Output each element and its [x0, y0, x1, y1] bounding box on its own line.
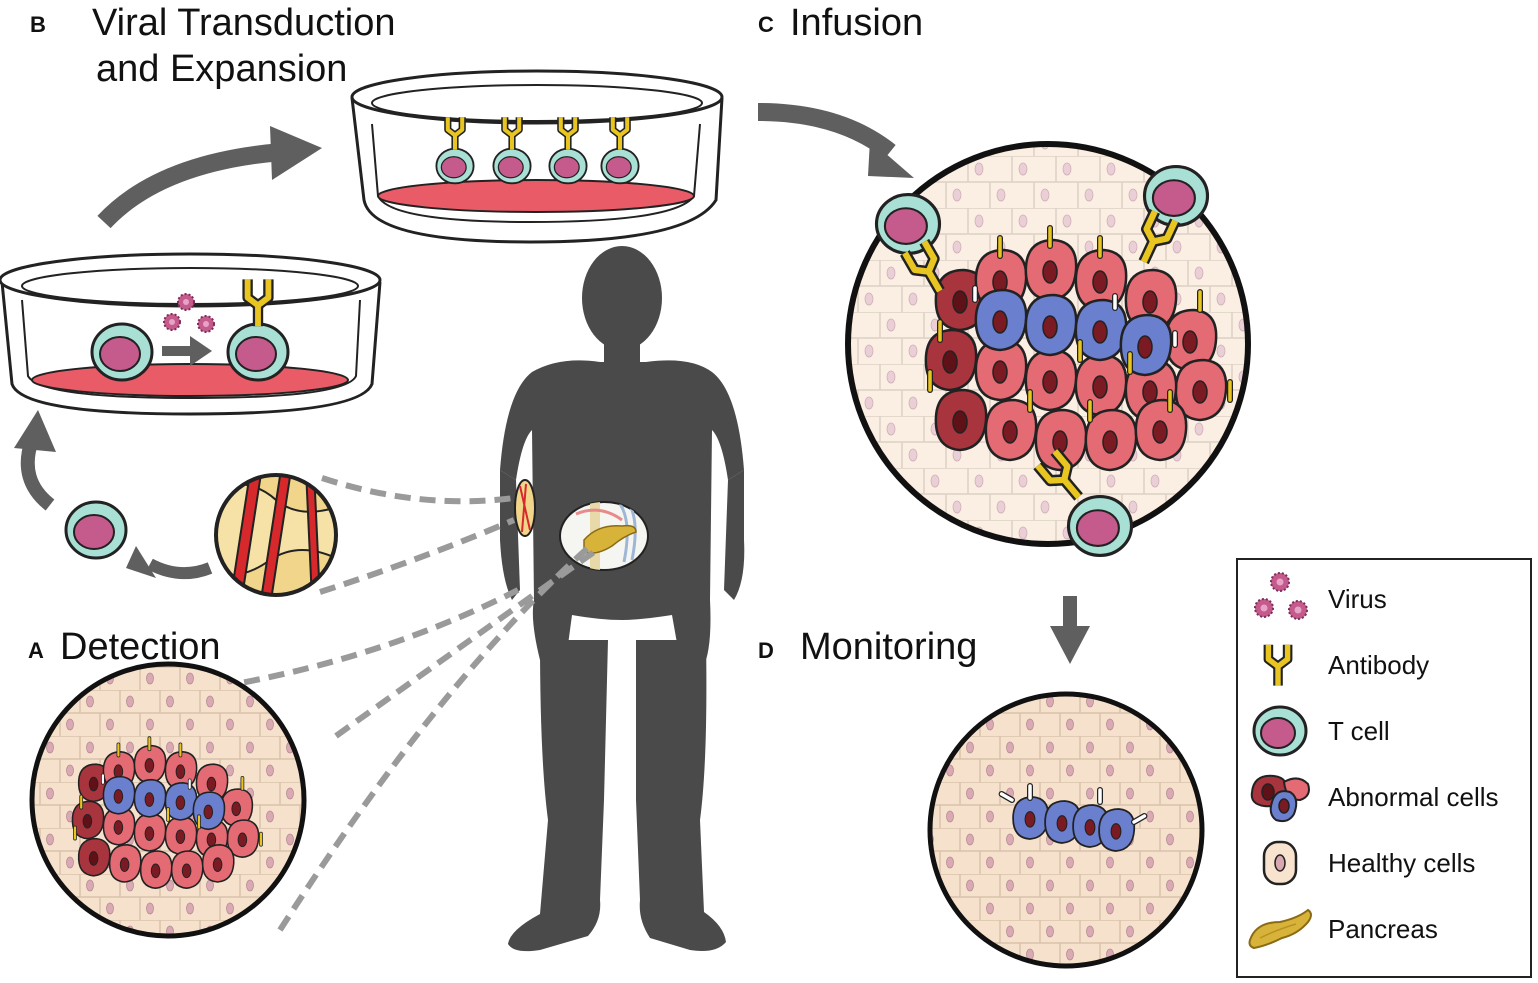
legend-label: Healthy cells: [1328, 848, 1476, 878]
arrowhead-tcell: [126, 546, 156, 578]
panel-title-d: Monitoring: [800, 626, 978, 668]
virus-icon: [163, 313, 181, 331]
arrowheads: [14, 126, 1090, 664]
panel-title-b-line1: Viral Transduction: [92, 2, 396, 44]
legend-item-t-cell: T cell: [1238, 702, 1530, 760]
arrow-to-expansion: [97, 143, 283, 229]
monitoring-tissue-circle: [927, 691, 1205, 969]
legend: Virus Antibody T cell Abnormal cells: [1236, 558, 1532, 978]
bone-marrow-circle: [214, 473, 338, 597]
panel-letter-b: B: [30, 12, 46, 37]
arrowhead-infusion: [868, 140, 914, 178]
pancreas-icon: [1248, 908, 1312, 950]
person-silhouette: [500, 246, 745, 952]
culture-medium: [377, 179, 695, 213]
isolated-t-cell: [64, 500, 128, 560]
arrow-to-tcell: [147, 558, 213, 580]
abnormal-cells-icon: [1250, 774, 1310, 823]
panel-letter-c: C: [758, 12, 774, 37]
legend-label: Pancreas: [1328, 914, 1438, 944]
engineered-t-cell: [435, 147, 475, 185]
panel-letter-a: A: [28, 638, 44, 663]
expansion-dish: [350, 69, 724, 244]
arm-bone-marrow-inset: [514, 479, 536, 537]
legend-item-antibody: Antibody: [1238, 636, 1530, 694]
arrow-to-infusion: [757, 103, 896, 160]
transduction-arrowhead: [190, 336, 212, 366]
pancreas-icon: [583, 524, 637, 554]
detection-tissue-circle: [29, 661, 307, 939]
legend-item-virus: Virus: [1238, 570, 1530, 628]
panel-title-b-line2: and Expansion: [96, 48, 348, 90]
panel-letter-d: D: [758, 638, 774, 663]
legend-label: Virus: [1328, 584, 1387, 614]
legend-item-abnormal-cells: Abnormal cells: [1238, 768, 1530, 826]
t-cell: [90, 322, 154, 382]
infusion-tissue-circle: [845, 141, 1251, 557]
culture-medium: [31, 363, 349, 397]
engineered-t-cell: [226, 322, 290, 382]
antibody-icon: [1263, 644, 1293, 686]
legend-item-healthy-cells: Healthy cells: [1238, 834, 1530, 892]
panel-title-a: Detection: [60, 626, 221, 668]
engineered-t-cell: [600, 147, 640, 185]
flow-arrows: [20, 103, 1077, 630]
panel-title-c: Infusion: [790, 2, 924, 44]
healthy-cell-icon: [1262, 840, 1298, 886]
legend-item-pancreas: Pancreas: [1238, 900, 1530, 958]
arrowhead-monitoring: [1050, 626, 1090, 664]
abdomen-inset: [559, 501, 649, 571]
legend-label: Abnormal cells: [1328, 782, 1499, 812]
arrowhead-expansion: [270, 126, 322, 180]
virus-icon: [197, 315, 215, 333]
arrowhead-transduction: [14, 410, 56, 452]
transduction-dish: [0, 252, 382, 416]
virus-icon: [177, 293, 195, 311]
t-cell-icon: [1252, 705, 1308, 757]
engineered-t-cell: [492, 147, 532, 185]
transduction-arrow: [162, 346, 192, 356]
legend-label: T cell: [1328, 716, 1390, 746]
virus-icon: [1254, 572, 1308, 620]
legend-label: Antibody: [1328, 650, 1430, 680]
engineered-t-cell: [548, 147, 588, 185]
t-cell: [1066, 495, 1134, 557]
